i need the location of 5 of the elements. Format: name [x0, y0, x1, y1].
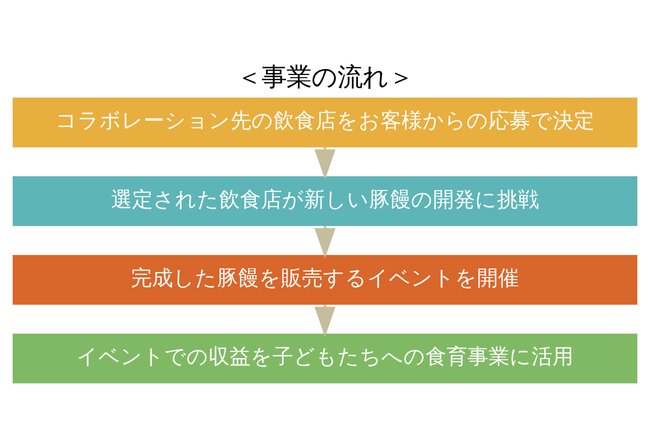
- node-box: 選定された飲食店が新しい豚饅の開発に挑戦: [12, 176, 638, 226]
- node-box: イベントでの収益を子どもたちへの食育事業に活用: [12, 334, 638, 384]
- diagram-title: ＜事業の流れ＞: [236, 62, 414, 92]
- node-box: 完成した豚饅を販売するイベントを開催: [12, 254, 638, 305]
- node-box: コラボレーション先の飲食店をお客様からの応募で決定: [12, 98, 638, 148]
